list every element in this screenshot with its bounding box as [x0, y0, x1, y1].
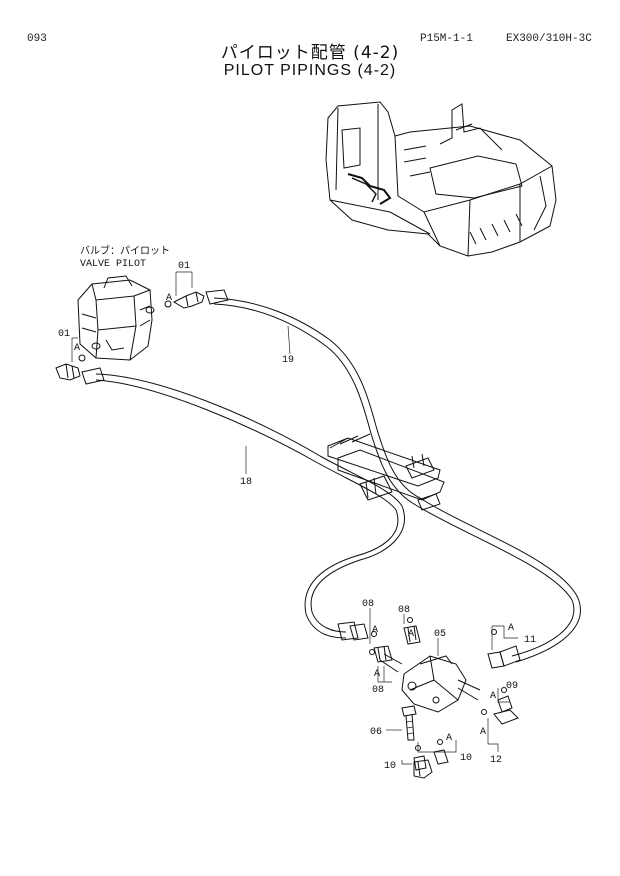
elbow-fitting-01-lower — [55, 354, 86, 381]
ref-a-1: A — [166, 293, 172, 304]
part-number-08-c: 08 — [372, 685, 384, 696]
part-number-11: 11 — [524, 635, 536, 646]
part-number-01-lower: 01 — [58, 329, 70, 340]
fitting-08-front — [349, 623, 377, 641]
part-number-10-b: 10 — [460, 753, 472, 764]
fitting-10-right — [433, 739, 449, 765]
title-japanese: パイロット配管 (4-2) — [220, 43, 400, 63]
ref-a-4: A — [408, 629, 414, 640]
part-number-01-upper: 01 — [178, 261, 190, 272]
valve-block-05 — [379, 653, 481, 713]
fitting-11 — [487, 629, 505, 669]
ref-a-9: A — [446, 733, 452, 744]
valve-label-en: VALVE PILOT — [80, 259, 146, 270]
hose-18 — [81, 367, 405, 641]
valve-label-jp: バルブ：パイロット — [80, 244, 170, 258]
ref-a-8: A — [480, 727, 486, 738]
fitting-10-upper — [413, 745, 427, 771]
leader-lines — [71, 271, 518, 765]
bolt-06 — [401, 705, 417, 741]
part-number-19: 19 — [282, 355, 294, 366]
hose-clamp-bracket — [327, 433, 445, 511]
excavator-overview — [325, 101, 557, 257]
figure-code: P15M-1-1 — [420, 33, 473, 45]
part-number-08-a: 08 — [362, 599, 374, 610]
fitting-10-elbow — [413, 759, 433, 779]
part-number-12: 12 — [490, 755, 502, 766]
part-number-10-a: 10 — [384, 761, 396, 772]
title-english: PILOT PIPINGS (4-2) — [223, 62, 397, 79]
page-number: 093 — [27, 33, 47, 45]
fitting-08-left — [369, 645, 393, 663]
fitting-12 — [481, 709, 519, 725]
model-code: EX300/310H-3C — [506, 33, 592, 45]
part-number-08-b: 08 — [398, 605, 410, 616]
ref-a-3: A — [372, 625, 378, 636]
ref-a-5: A — [374, 669, 380, 680]
ref-a-6: A — [508, 623, 514, 634]
part-number-06: 06 — [370, 727, 382, 738]
elbow-fitting-01-upper — [164, 291, 205, 309]
pilot-valve — [77, 275, 155, 361]
part-number-09: 09 — [506, 681, 518, 692]
part-number-18: 18 — [240, 477, 252, 488]
ref-a-7: A — [490, 691, 496, 702]
fitting-08-top — [403, 617, 421, 645]
part-number-05: 05 — [434, 629, 446, 640]
fitting-09 — [497, 687, 513, 713]
ref-a-2: A — [74, 343, 80, 354]
